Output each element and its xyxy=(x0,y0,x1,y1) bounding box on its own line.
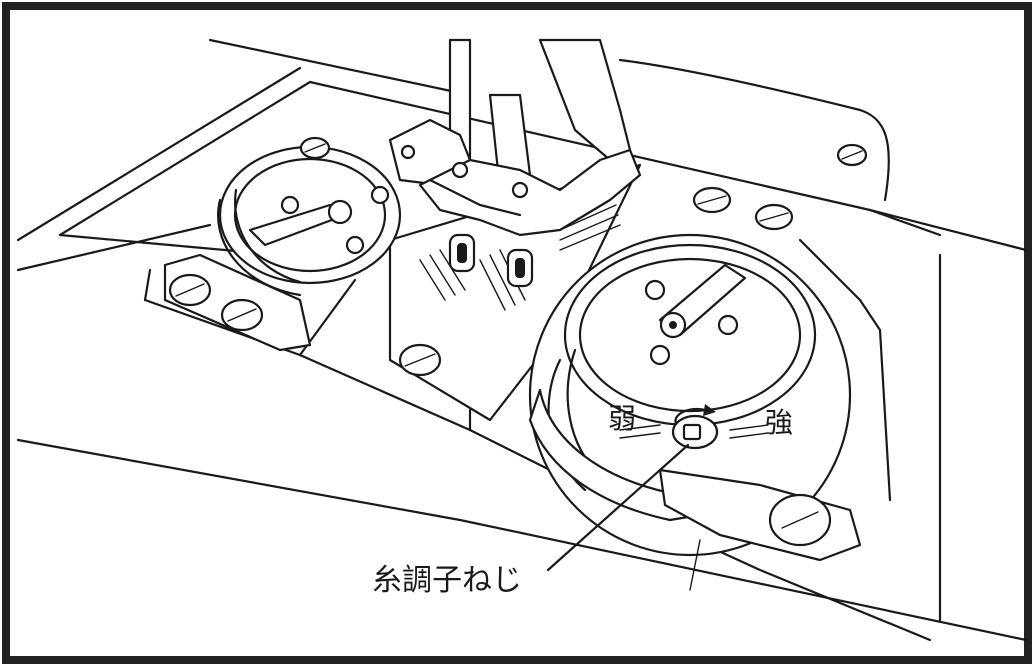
left-screws xyxy=(163,136,442,377)
right-screws xyxy=(692,143,868,231)
strong-label: 強 xyxy=(765,407,793,438)
thread-tension-screw xyxy=(619,404,769,450)
presser-foot xyxy=(388,38,642,237)
tension-spring xyxy=(658,468,862,591)
callout-leader-line xyxy=(546,443,690,572)
thread-tension-screw-label: 糸調子ねじ xyxy=(372,564,522,597)
weak-label: 弱 xyxy=(608,403,636,434)
needle-plate xyxy=(388,163,642,422)
